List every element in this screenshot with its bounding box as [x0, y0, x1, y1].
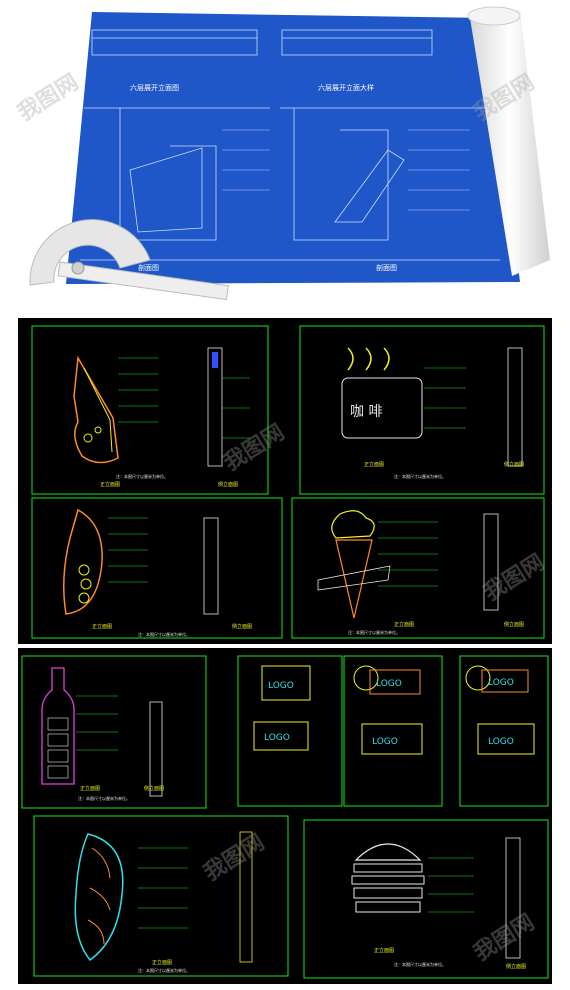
- sheet-shrimp: 正立面图 注：本图尺寸以厘米为单位。: [33, 815, 289, 977]
- bottle-outline: [41, 667, 75, 785]
- bottle-note: 注：本图尺寸以厘米为单位。: [78, 795, 130, 801]
- bottle-front-label: 正立面图: [80, 785, 100, 792]
- burger-note: 注：本图尺寸以厘米为单位。: [394, 961, 446, 967]
- sheet-coffee: 咖 啡 正立面图 侧立面图 注：本图尺寸以厘米为单位。: [299, 325, 545, 495]
- pepper-note: 注：本图尺寸以厘米为单位。: [138, 631, 190, 637]
- cad-drawings-top: 正立面图 侧立面图 注：本图尺寸以厘米为单位。 咖 啡 正立面图 侧立面图 注：…: [31, 325, 545, 639]
- blueprint-illustration: 六层展开立面图 六层展开立面大样 剖面图 剖面图: [29, 6, 550, 301]
- sheet-icecream: 正立面图 侧立面图 注：本图尺寸以厘米为单位。: [291, 497, 545, 639]
- icecream-cone: [335, 539, 373, 619]
- shrimp-note: 注：本图尺寸以厘米为单位。: [138, 967, 190, 973]
- sheet-burger: 正立面图 侧立面图 注：本图尺寸以厘米为单位。: [303, 819, 549, 979]
- sheet-logo-2: LOGO LOGO: [343, 655, 443, 807]
- guitar-front-label: 正立面图: [100, 481, 120, 488]
- protractor-icon: [29, 219, 151, 286]
- icecream-front-label: 正立面图: [394, 621, 414, 628]
- logo1-text: LOGO: [268, 681, 294, 691]
- sheet-bottle: 正立面图 侧立面图 注：本图尺寸以厘米为单位。: [21, 655, 207, 809]
- logo3b-text: LOGO: [488, 737, 514, 747]
- blueprint-section-label: 剖面图: [138, 263, 159, 272]
- pepper-front-label: 正立面图: [92, 623, 112, 630]
- icecream-side-label: 侧立面图: [504, 621, 524, 628]
- ruler-arm: [57, 261, 229, 301]
- burger-side-label: 侧立面图: [506, 963, 526, 970]
- sheet-guitar: 正立面图 侧立面图 注：本图尺寸以厘米为单位。: [31, 325, 269, 495]
- logo2b-text: LOGO: [372, 737, 398, 747]
- sheet-logo-1: LOGO LOGO: [237, 655, 343, 807]
- blueprint-panel: 六层展开立面图 六层展开立面大样 剖面图 剖面图: [0, 0, 570, 305]
- guitar-outline: [73, 355, 119, 464]
- blueprint-sheet: [66, 12, 520, 284]
- sheet-logo-3: LOGO LOGO: [459, 655, 549, 807]
- coffee-text: 咖 啡: [350, 404, 382, 420]
- sheet-pepper: 正立面图 侧立面图 注：本图尺寸以厘米为单位。: [31, 497, 283, 639]
- blueprint-title-right: 六层展开立面大样: [318, 83, 374, 92]
- shrimp-outline: [74, 833, 124, 962]
- logo3-text: LOGO: [488, 678, 514, 688]
- cad-drawings-bottom: 正立面图 侧立面图 注：本图尺寸以厘米为单位。 LOGO LOGO LOGO L…: [21, 655, 549, 979]
- logo2-text: LOGO: [376, 679, 402, 689]
- burger-bun: [354, 843, 422, 861]
- pepper-outline: [63, 508, 103, 615]
- coffee-cup: [341, 377, 423, 439]
- burger-front-label: 正立面图: [374, 947, 394, 954]
- paper-roll: [470, 10, 550, 276]
- bottle-side-label: 侧立面图: [144, 785, 164, 792]
- icecream-note: 注：本图尺寸以厘米为单位。: [348, 629, 400, 635]
- shrimp-front-label: 正立面图: [152, 959, 172, 966]
- blueprint-title-left: 六层展开立面图: [130, 83, 179, 92]
- guitar-side-label: 侧立面图: [218, 481, 238, 488]
- logo1b-text: LOGO: [264, 733, 290, 743]
- coffee-side-label: 侧立面图: [504, 461, 524, 468]
- guitar-note: 注：本图尺寸以厘米为单位。: [116, 473, 168, 479]
- coffee-note: 注：本图尺寸以厘米为单位。: [394, 473, 446, 479]
- coffee-front-label: 正立面图: [364, 461, 384, 468]
- cad-panel-top: 正立面图 侧立面图 注：本图尺寸以厘米为单位。 咖 啡 正立面图 侧立面图 注：…: [18, 318, 552, 644]
- pepper-side-label: 侧立面图: [232, 623, 252, 630]
- blueprint-section-label-2: 剖面图: [376, 263, 397, 272]
- cad-panel-bottom: 正立面图 侧立面图 注：本图尺寸以厘米为单位。 LOGO LOGO LOGO L…: [18, 648, 552, 984]
